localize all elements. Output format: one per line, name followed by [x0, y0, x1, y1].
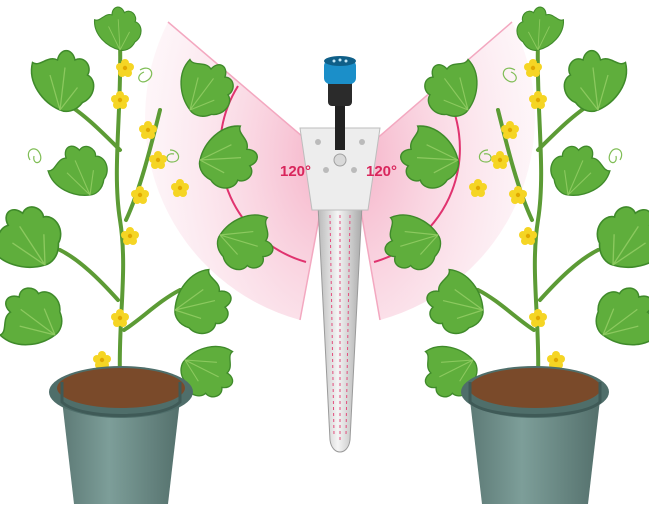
leaf-icon	[32, 51, 94, 112]
flower-icon	[547, 351, 565, 369]
leaf-icon	[42, 135, 116, 209]
flower-icon	[131, 186, 149, 204]
right-pot	[461, 366, 609, 504]
leaf-icon	[584, 193, 649, 286]
flower-icon	[93, 351, 111, 369]
left-pot	[49, 366, 193, 504]
leaf-icon	[92, 4, 144, 55]
flower-icon	[121, 227, 139, 245]
leaf-icon	[0, 193, 74, 286]
right-beam-angle-label: 120°	[366, 163, 397, 180]
flower-icon	[529, 309, 547, 327]
flower-icon	[111, 309, 129, 327]
flower-icon	[111, 91, 129, 109]
flower-icon	[519, 227, 537, 245]
leaf-icon	[564, 51, 626, 112]
left-plant	[0, 4, 278, 504]
leaf-icon	[0, 276, 73, 360]
leaf-icon	[585, 276, 649, 360]
leaf-icon	[542, 135, 616, 209]
left-beam-angle-label: 120°	[280, 163, 311, 180]
